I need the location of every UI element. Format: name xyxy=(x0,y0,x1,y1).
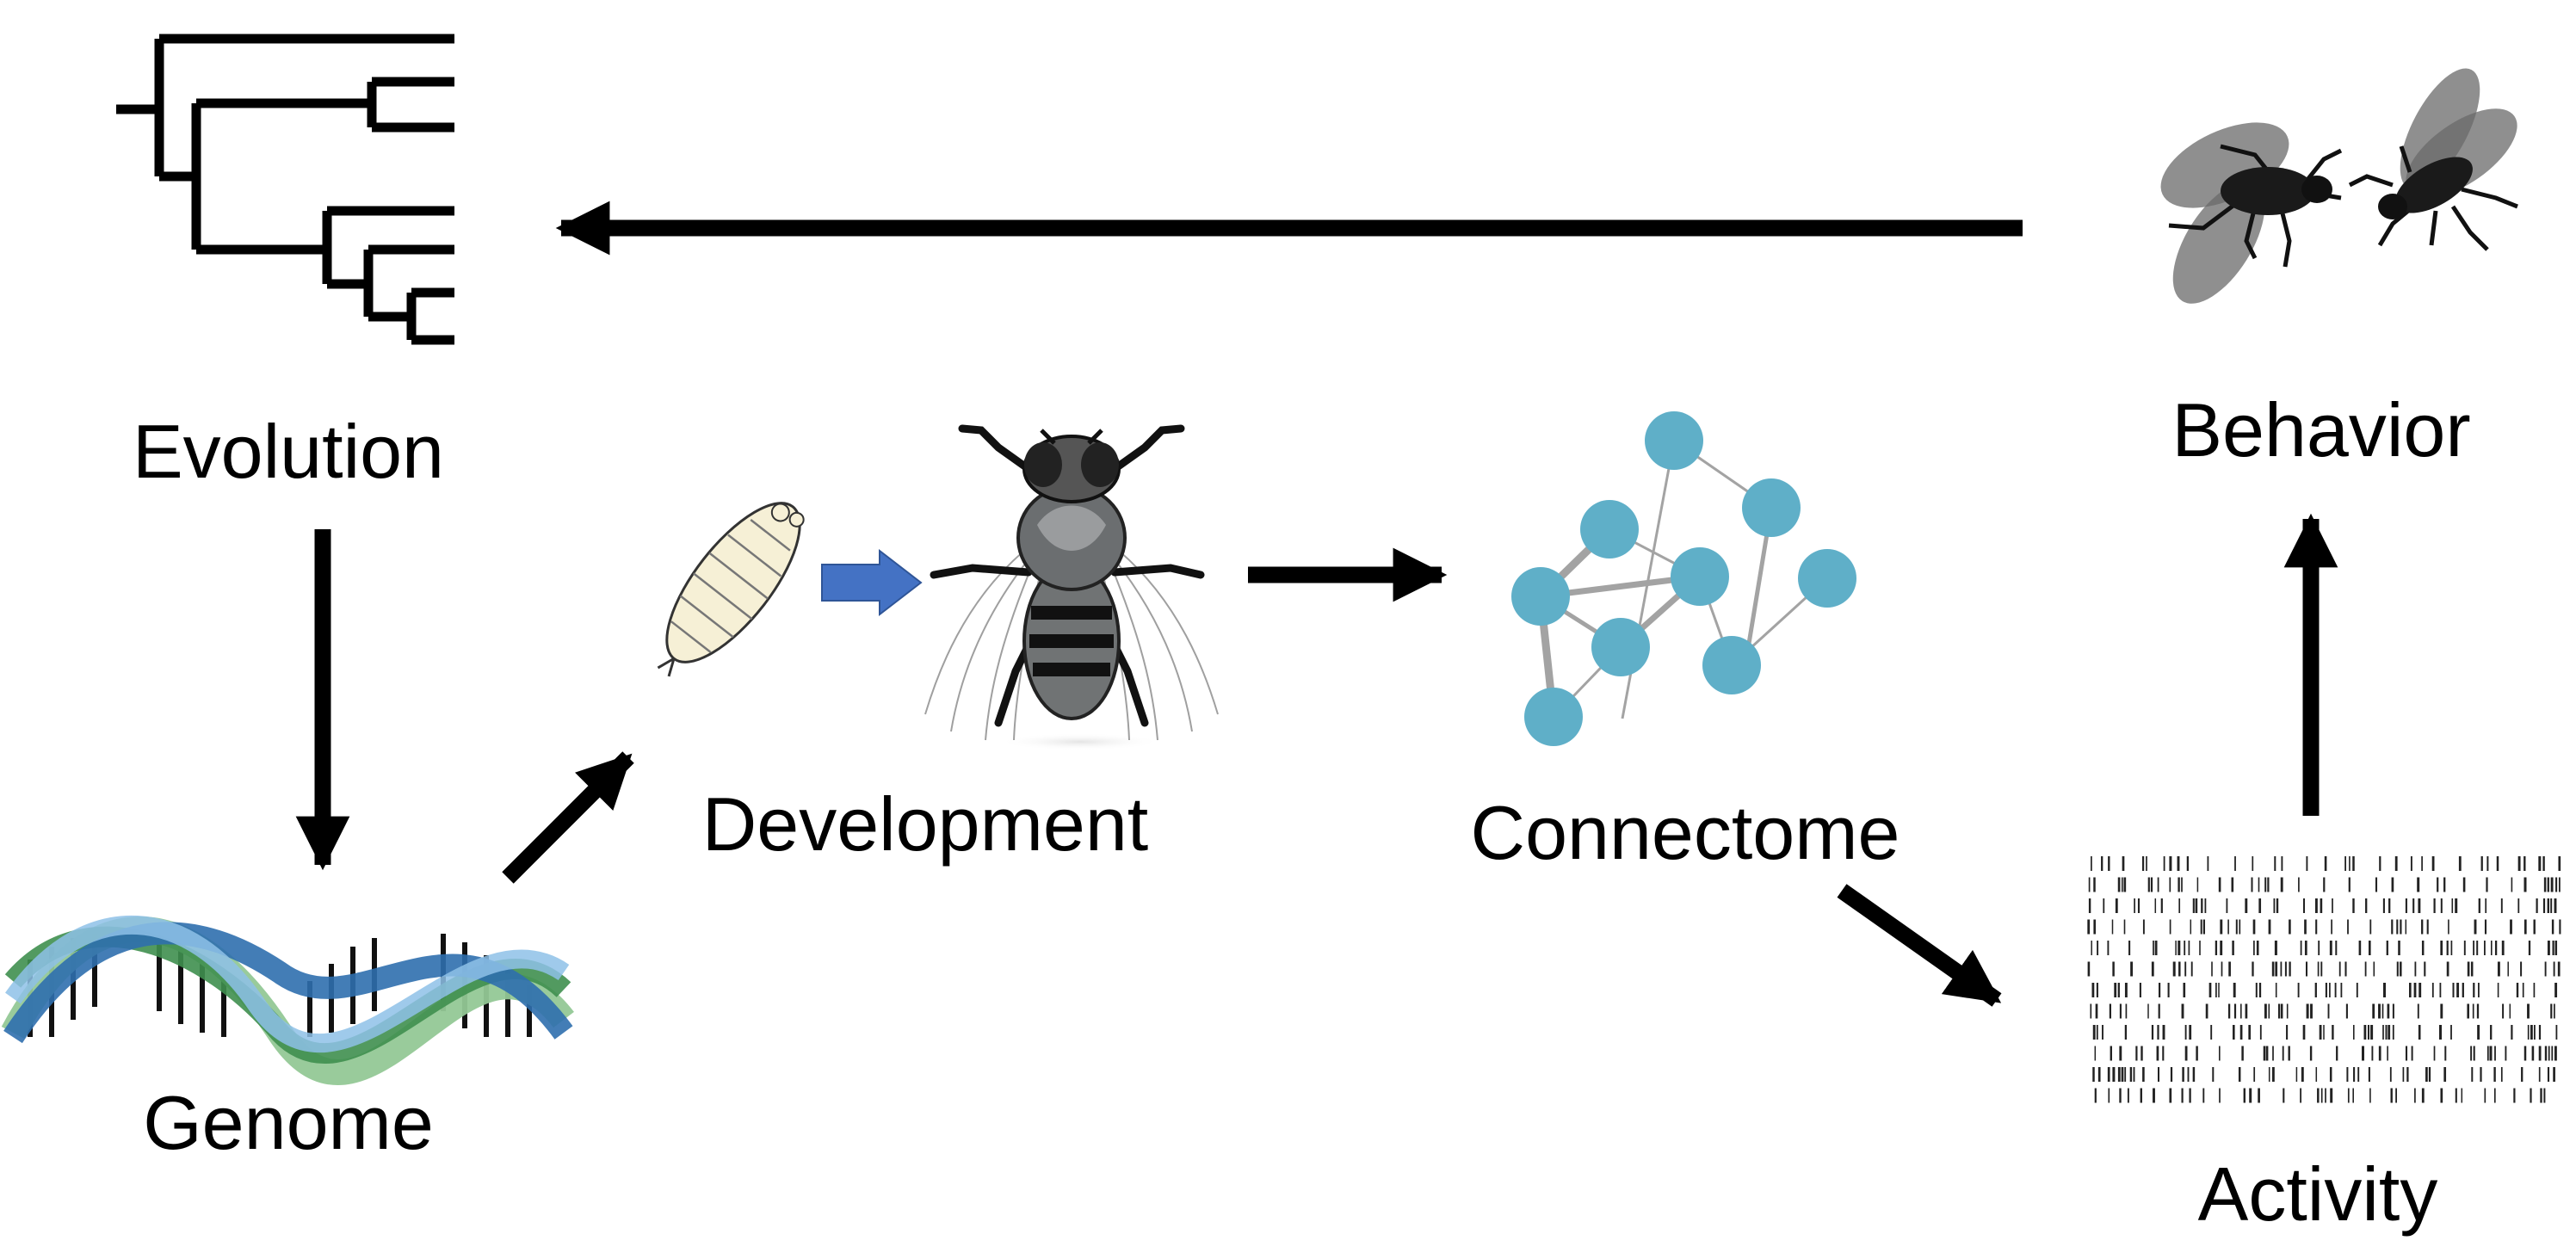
development-progress-arrow xyxy=(821,548,923,617)
fly-right-icon xyxy=(2348,68,2518,251)
activity-label: Activity xyxy=(2198,1151,2438,1237)
behavior-label: Behavior xyxy=(2171,387,2470,472)
neural-network-graph-icon xyxy=(1511,411,1856,746)
evolution-label: Evolution xyxy=(133,409,444,494)
dna-double-helix-icon xyxy=(1,915,574,1085)
fly-left-icon xyxy=(2160,122,2343,304)
adult-fly-icon xyxy=(924,424,1219,750)
phylogenetic-tree-icon xyxy=(116,34,454,345)
larva-icon xyxy=(657,502,805,677)
larva-to-fly-icon xyxy=(657,424,1219,750)
development-label: Development xyxy=(702,781,1149,867)
arrow-connectome-to-activity xyxy=(1837,884,2002,1007)
connectome-label: Connectome xyxy=(1471,790,1900,875)
genome-label: Genome xyxy=(143,1080,434,1165)
spike-raster-icon xyxy=(2087,856,2561,1103)
arrow-genome-to-development xyxy=(502,751,634,884)
fly-pair-icon xyxy=(2160,68,2518,304)
